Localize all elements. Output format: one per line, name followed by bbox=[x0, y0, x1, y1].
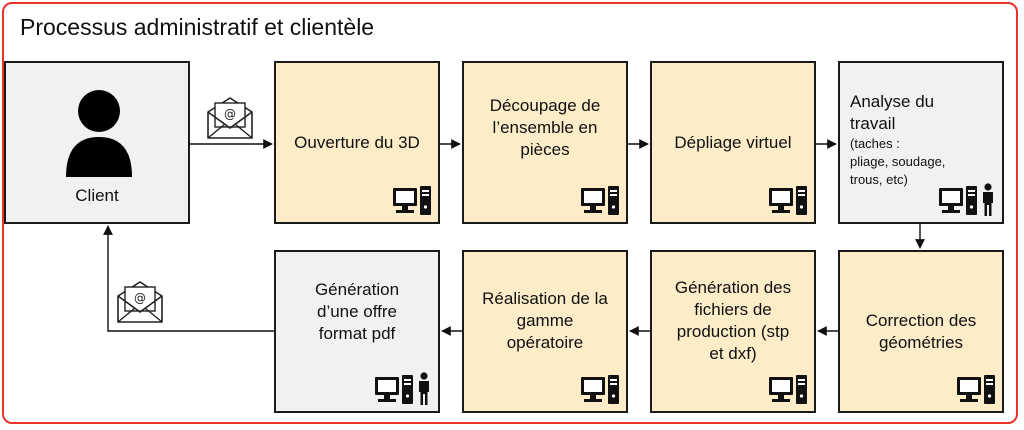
step-correction: Correction des géométries bbox=[838, 250, 1004, 413]
step-analyse: Analyse du travail (taches : pliage, sou… bbox=[838, 61, 1004, 224]
step-depliage: Dépliage virtuel bbox=[650, 61, 816, 224]
step-note: (taches : pliage, soudage, trous, etc) bbox=[850, 136, 946, 187]
computer-icon bbox=[581, 375, 619, 404]
person-icon bbox=[983, 183, 993, 216]
step-label: Découpage de l’ensemble en pièces bbox=[489, 95, 601, 159]
step-realisation-gamme: Réalisation de la gamme opératoire bbox=[462, 250, 628, 413]
step-label: Dépliage virtuel bbox=[674, 132, 792, 152]
computer-icon bbox=[769, 375, 807, 404]
step-label: Réalisation de la gamme opératoire bbox=[482, 288, 608, 352]
computer-icon bbox=[769, 186, 807, 215]
computer-icon bbox=[939, 186, 977, 215]
arrow-offre-to-client bbox=[103, 225, 274, 332]
step-text: Analyse du travail (taches : pliage, sou… bbox=[850, 91, 945, 189]
step-ouverture-3d: Ouverture du 3D bbox=[274, 61, 440, 224]
step-label: Ouverture du 3D bbox=[294, 132, 420, 152]
computer-icon bbox=[393, 186, 431, 215]
step-label: Génération d’une offre format pdf bbox=[314, 279, 400, 343]
client-box: Client bbox=[4, 61, 190, 224]
step-generation-fichiers: Génération des fichiers de production (s… bbox=[650, 250, 816, 413]
step-decoupage: Découpage de l’ensemble en pièces bbox=[462, 61, 628, 224]
step-label: Analyse du travail bbox=[850, 92, 935, 133]
email-icon: @ bbox=[207, 97, 253, 139]
user-icon bbox=[66, 90, 132, 177]
computer-icon bbox=[375, 375, 413, 404]
person-icon bbox=[419, 372, 429, 405]
step-generation-offre: Génération d’une offre format pdf bbox=[274, 250, 440, 413]
svg-text:@: @ bbox=[134, 291, 146, 305]
diagram-title: Processus administratif et clientèle bbox=[20, 14, 375, 40]
client-label: Client bbox=[75, 186, 119, 205]
email-icon: @ bbox=[117, 281, 163, 323]
svg-text:@: @ bbox=[224, 107, 236, 121]
step-label: Correction des géométries bbox=[865, 310, 977, 352]
step-label: Génération des fichiers de production (s… bbox=[674, 277, 792, 363]
computer-icon bbox=[957, 375, 995, 404]
computer-icon bbox=[581, 186, 619, 215]
